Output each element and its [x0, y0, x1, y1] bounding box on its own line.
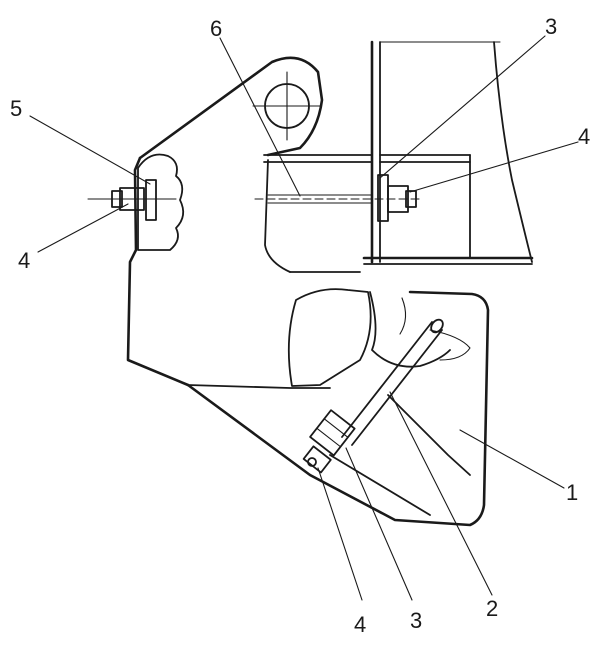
- center-hatched-rib: [287, 288, 471, 387]
- callout-4-left: 4: [18, 248, 30, 273]
- callout-4-right: 4: [578, 124, 590, 149]
- callout-4-bottom: 4: [354, 612, 366, 637]
- left-bolt: [87, 179, 177, 221]
- leader-6: [219, 37, 301, 197]
- leader-4-left: [37, 203, 129, 253]
- leader-3-bottom: [345, 447, 413, 601]
- callout-labels: 5 4 6 3 4 1 2 3 4: [10, 14, 590, 637]
- housing-body: [126, 56, 490, 527]
- leader-4-right: [409, 141, 579, 193]
- leader-4-bottom: [317, 467, 363, 601]
- pivot-hole: [252, 71, 322, 141]
- left-hatched-section: [137, 153, 185, 251]
- leader-5: [29, 115, 151, 185]
- callout-3-top: 3: [545, 14, 557, 39]
- leader-1: [459, 429, 565, 489]
- callout-3-bottom: 3: [410, 608, 422, 633]
- tie-rod: [254, 194, 421, 204]
- callout-6: 6: [210, 16, 222, 41]
- leader-2: [389, 391, 493, 596]
- callout-5: 5: [10, 96, 22, 121]
- callout-2: 2: [486, 596, 498, 621]
- adjusting-rod: [302, 318, 444, 474]
- leader-3-top: [379, 35, 546, 179]
- upper-frame: [263, 40, 534, 265]
- leader-lines: [29, 35, 579, 601]
- right-bolt: [377, 174, 417, 222]
- callout-1: 1: [566, 480, 578, 505]
